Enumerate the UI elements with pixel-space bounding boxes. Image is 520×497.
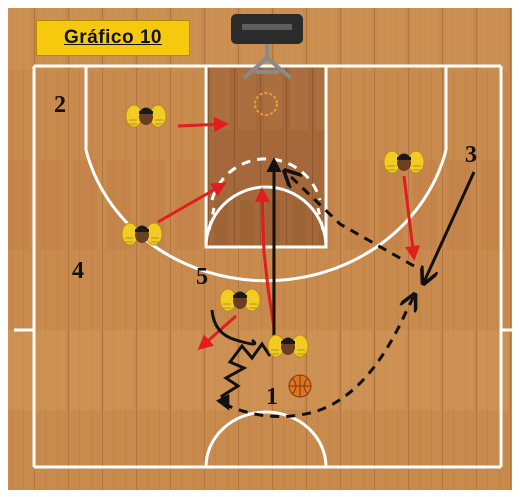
player-3-label: 3 xyxy=(465,142,477,168)
player-4-label: 4 xyxy=(72,258,84,284)
player-1-label: 1 xyxy=(266,384,278,410)
basketball-icon xyxy=(289,375,311,397)
player-2-label: 2 xyxy=(54,92,66,118)
diagram-title-box: Gráfico 10 xyxy=(36,20,190,56)
defender-icon xyxy=(384,151,424,173)
defender-icon xyxy=(126,105,166,127)
defender-icon xyxy=(220,289,260,311)
defender-icon xyxy=(122,223,162,245)
defender-icon xyxy=(268,335,308,357)
player-5-label: 5 xyxy=(196,264,208,290)
diagram-title: Gráfico 10 xyxy=(64,27,162,49)
